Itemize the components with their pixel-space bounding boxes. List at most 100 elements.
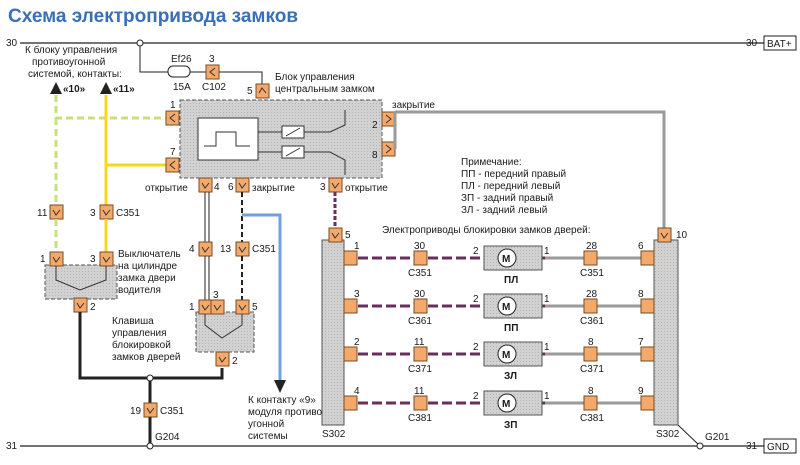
unit-pin-4-label: 4 xyxy=(214,182,220,193)
gnd-box xyxy=(763,438,797,454)
to-contact-line1: К контакту «9» xyxy=(248,395,316,406)
actuator-row-c-right-name: C361 xyxy=(580,316,604,327)
fuse-to-unit-wire xyxy=(219,71,263,84)
fuse-name: Ef26 xyxy=(171,54,192,65)
key-conn-4 xyxy=(198,241,213,257)
unit-pin-5 xyxy=(255,83,270,99)
splice-left-label: S302 xyxy=(322,429,346,440)
actuator-row-c-left-name: C351 xyxy=(408,268,432,279)
actuator-row-right-pin: 9 xyxy=(638,386,644,397)
actuator-row-right-pin: 6 xyxy=(638,241,644,252)
gnd-rail-left-label: 31 xyxy=(6,441,18,452)
bat-rail-left-label: 30 xyxy=(6,38,18,49)
unit-pin-7 xyxy=(165,157,180,173)
actuator-row-c-right-pin: 8 xyxy=(588,386,594,397)
actuator-row-c-left-pin: 30 xyxy=(414,241,426,252)
actuator-row-left-conn xyxy=(343,395,358,411)
to-contact-line2: модуля противо- xyxy=(248,407,325,418)
unit-open-left-label: открытие xyxy=(145,183,188,194)
fuse-pin: 3 xyxy=(209,54,215,65)
actuator-row-code: ПЛ xyxy=(504,275,518,286)
key-pin-1 xyxy=(198,299,213,315)
contact-10-label: «10» xyxy=(63,84,86,95)
unit-pin-1-label: 1 xyxy=(170,100,176,111)
fuse-feed-wire xyxy=(139,46,168,73)
fuse-connector: C102 xyxy=(202,82,226,93)
cyl-pin-3-label: 3 xyxy=(90,254,96,265)
remark-1: ПП - передний правый xyxy=(461,169,566,180)
cyl-conn-11 xyxy=(49,204,64,220)
actuator-row-c-left xyxy=(413,346,428,362)
ground-junction xyxy=(146,374,154,382)
unit-pin-7-label: 7 xyxy=(170,147,176,158)
actuator-row-zl: 2 11 C371 M 2 1 ЗЛ 8 C371 7 xyxy=(343,337,655,382)
cyl-pin-1-label: 1 xyxy=(40,254,46,265)
cyl-connector-label: C351 xyxy=(116,208,140,219)
actuator-row-c-left-name: C371 xyxy=(408,364,432,375)
cyl-pin-2-label: 2 xyxy=(90,302,96,313)
cyl-pin-1 xyxy=(49,251,64,267)
remark-2: ПЛ - передний левый xyxy=(461,181,560,192)
unit-open-bottom-label: открытие xyxy=(345,183,388,194)
actuator-row-right-pin: 8 xyxy=(638,289,644,300)
cylinder-switch-contacts-icon xyxy=(55,266,107,291)
remark-3: ЗП - задний правый xyxy=(461,193,553,204)
unit-close-bottom-label: закрытие xyxy=(252,183,295,194)
theft-note-line2: противоугонной xyxy=(32,57,105,68)
key-pin-3-label: 3 xyxy=(213,290,219,301)
key-pin-2-label: 2 xyxy=(232,356,238,367)
actuator-row-zp: 4 11 C381 M 2 1 ЗП 8 C381 9 xyxy=(343,386,655,431)
theft-note-line3: системой, контакты: xyxy=(28,69,122,80)
actuator-row-code: ПП xyxy=(504,323,518,334)
key-pin-5-label: 5 xyxy=(252,302,258,313)
gnd-rail-right-label: 31 xyxy=(746,441,758,452)
cylinder-switch-label-line1: Выключатель xyxy=(118,249,181,260)
actuator-row-c-right xyxy=(583,395,598,411)
actuator-row-motor-left-pin: 2 xyxy=(473,294,479,305)
actuator-row-pp: 3 30 C361 M 2 1 ПП 28 C361 8 xyxy=(343,289,655,334)
relay-switch-2-icon xyxy=(285,147,301,157)
key-conn-4-label: 4 xyxy=(189,244,195,255)
actuator-row-c-right-name: C351 xyxy=(580,268,604,279)
bat-junction xyxy=(136,39,144,47)
key-connector-label: C351 xyxy=(252,244,276,255)
cylinder-switch-box xyxy=(44,264,118,300)
actuator-row-motor-right-pin: 1 xyxy=(544,246,550,257)
unit-pin-6 xyxy=(235,177,250,193)
splice-left-top-pin: 5 xyxy=(345,230,351,241)
cylinder-switch-label-line3: замка двери xyxy=(118,273,176,284)
arrow-to-contact-9-icon xyxy=(274,380,286,393)
fuse-symbol xyxy=(167,65,191,78)
ground-connector-label: C351 xyxy=(160,406,184,417)
actuator-row-left-pin: 4 xyxy=(354,386,360,397)
unit-pin-5-label: 5 xyxy=(247,86,253,97)
g204-junction xyxy=(146,442,154,450)
actuator-row-c-left-pin: 11 xyxy=(414,386,425,397)
cyl-pin-3 xyxy=(99,251,114,267)
theft-note-line1: К блоку управления xyxy=(25,44,117,56)
key-pin-2 xyxy=(215,351,230,367)
unit-internal-wire-3 xyxy=(304,110,346,133)
actuator-row-c-right-pin: 8 xyxy=(588,337,594,348)
to-contact-line4: системы xyxy=(248,431,288,442)
actuator-row-motor-symbol: M xyxy=(502,399,510,410)
unit-pin-2-label: 2 xyxy=(372,120,378,131)
lock-key-contacts-icon xyxy=(204,314,243,339)
actuator-row-motor-icon xyxy=(497,248,517,268)
unit-internal-wire-4 xyxy=(304,151,346,175)
actuator-row-pl: 1 30 C351 M 2 1 ПЛ 28 C351 6 xyxy=(343,241,655,286)
arrow-to-contact-10-icon xyxy=(50,82,62,94)
unit-pin-1 xyxy=(165,110,180,126)
to-contact-line3: угонной xyxy=(248,419,284,430)
actuator-row-right-conn xyxy=(640,250,655,266)
splice-right-pin-10 xyxy=(657,227,672,243)
actuator-row-right-conn xyxy=(640,346,655,362)
key-pin-5 xyxy=(235,299,250,315)
actuator-row-right-pin: 7 xyxy=(638,337,644,348)
actuator-row-right-conn xyxy=(640,298,655,314)
remark-title: Примечание: xyxy=(461,157,522,168)
actuator-row-code: ЗЛ xyxy=(504,371,517,382)
unit-pin-2 xyxy=(381,111,396,127)
gnd-label: GND xyxy=(767,442,789,453)
wire-splice-to-g201 xyxy=(677,424,701,447)
